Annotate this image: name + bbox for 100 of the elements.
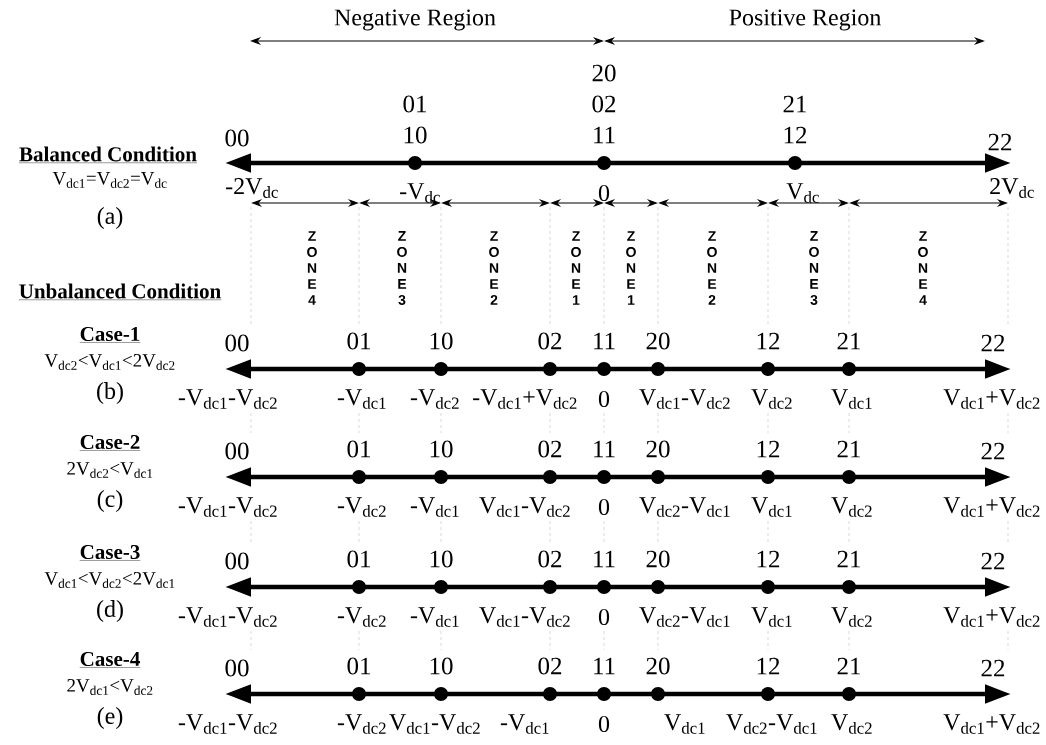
state-label: 11 [594,440,615,458]
dot [842,470,856,484]
dot [761,362,775,376]
state-label: 10 [430,440,453,458]
voltage-label: 0 [598,498,610,516]
state-label: 02 [538,440,562,458]
voltage-label: V$_{dc2}$ [751,389,792,409]
voltage-label: V$_{dc1}$ [751,497,792,517]
voltage-label: -V$_{dc2}$ [337,497,386,517]
dot [352,687,366,701]
voltage-label: -V$_{dc1}$ [500,714,549,734]
voltage-label: 0 [598,715,610,733]
case-letter: (a) [97,207,123,229]
condition-label: 2V$_{dc2}$<V$_{dc1}$ [67,462,153,478]
dot [597,362,611,376]
voltage-label: V$_{dc1}$+V$_{dc2}$ [943,389,1040,409]
state-label: 22 [981,442,1005,460]
zone-label: Z O N E 2 [707,231,717,305]
voltage-label: V$_{dc2}$ [831,714,872,734]
dot [352,470,366,484]
voltage-label: V$_{dc}$ [786,183,819,203]
voltage-label: 0 [598,390,610,408]
state-label: 21 [837,657,860,675]
state-label: 10 [430,657,453,675]
state-label: 02 [592,95,616,113]
state-label: 00 [225,659,249,677]
voltage-label: -V$_{dc1}$-V$_{dc2}$ [178,497,277,517]
state-label: 01 [347,440,370,458]
state-label: 11 [594,332,615,350]
dot [434,580,448,594]
state-label: 20 [646,550,670,568]
state-label: 12 [757,440,780,458]
zone-label: Z O N E 4 [307,231,317,305]
heading: Case-2 [79,434,141,451]
voltage-label: V$_{dc2}$ [831,607,872,627]
dot [408,156,422,170]
voltage-label: -V$_{dc1}$-V$_{dc2}$ [178,714,277,734]
condition-label: V$_{dc1}$=V$_{dc2}$=V$_{dc}$ [52,172,167,188]
voltage-label: -2V$_{dc}$ [226,178,278,198]
state-label: 22 [981,334,1005,352]
dot [543,362,557,376]
state-label: 12 [784,126,807,144]
voltage-label: V$_{dc1}$+V$_{dc2}$ [943,714,1040,734]
zone-label: Z O N E 4 [918,231,928,305]
condition-label: V$_{dc2}$<V$_{dc1}$<2V$_{dc2}$ [44,354,175,370]
state-label: 20 [646,440,670,458]
state-label: 00 [225,129,249,147]
voltage-label: V$_{dc1}$+V$_{dc2}$ [943,607,1040,627]
state-label: 00 [225,442,249,460]
dot [651,580,665,594]
region-label: Negative Region [334,9,496,31]
voltage-label: -V$_{dc1}$ [337,389,386,409]
voltage-label: V$_{dc1}$ [664,714,705,734]
heading: Case-1 [79,326,141,343]
zone-label: Z O N E 1 [571,231,581,305]
state-label: 22 [981,552,1005,570]
state-label: 21 [783,95,806,113]
voltage-label: V$_{dc1}$ [751,607,792,627]
state-label: 10 [430,550,453,568]
dot [651,362,665,376]
dot [434,362,448,376]
dot [842,362,856,376]
voltage-label: V$_{dc1}$-V$_{dc2}$ [639,389,730,409]
heading: Unbalanced Condition [18,283,222,300]
dot [788,156,802,170]
dot [352,362,366,376]
zone-label: Z O N E 2 [489,231,499,305]
state-label: 20 [646,332,670,350]
voltage-label: 0 [598,184,610,202]
voltage-label: -V$_{dc2}$ [337,607,386,627]
dot [761,470,775,484]
state-label: 21 [837,550,860,568]
state-label: 12 [757,332,780,350]
state-label: 11 [594,550,615,568]
dot [842,687,856,701]
state-label: 01 [347,657,370,675]
state-label: 22 [988,133,1012,151]
condition-label: V$_{dc1}$<V$_{dc2}$<2V$_{dc1}$ [44,572,175,588]
state-label: 12 [757,550,780,568]
zone-label: Z O N E 3 [809,231,819,305]
voltage-label: V$_{dc1}$-V$_{dc2}$ [389,714,480,734]
state-label: 00 [225,552,249,570]
dot [651,687,665,701]
dot [434,470,448,484]
dot [543,470,557,484]
case-letter: (e) [97,707,123,729]
dot [761,580,775,594]
dot [761,687,775,701]
voltage-label: -V$_{dc1}$-V$_{dc2}$ [178,607,277,627]
state-label: 11 [594,126,615,144]
voltage-label: V$_{dc2}$-V$_{dc1}$ [639,497,730,517]
voltage-label: V$_{dc2}$-V$_{dc1}$ [726,714,817,734]
voltage-label: -V$_{dc2}$ [410,389,459,409]
voltage-label: 0 [598,608,610,626]
state-label: 22 [981,659,1005,677]
state-label: 21 [837,440,860,458]
state-label: 10 [430,332,453,350]
zone-label: Z O N E 3 [397,231,407,305]
voltage-label: V$_{dc2}$ [831,497,872,517]
heading: Balanced Condition [18,146,198,163]
